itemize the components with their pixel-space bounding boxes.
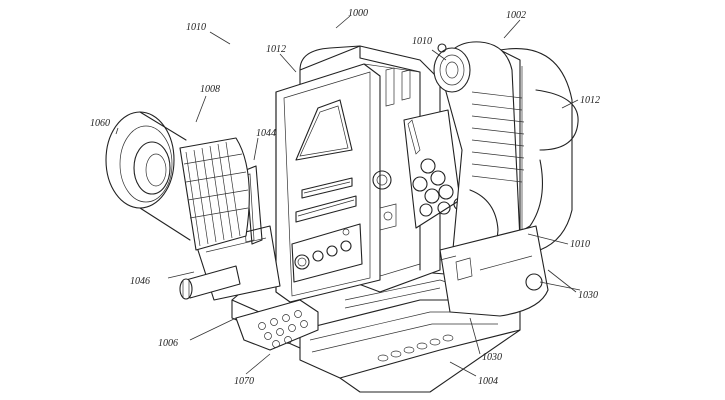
handle-grip [433,41,579,317]
leader-lines [115,15,581,377]
label-1070: 1070 [234,376,254,387]
label-1030-right: 1030 [578,290,598,301]
label-1030-bottom: 1030 [482,352,502,363]
label-1010-right: 1010 [570,239,590,250]
label-1002: 1002 [506,10,526,21]
viewfinder [105,111,281,301]
label-1010-top-left: 1010 [186,22,206,33]
reference-labels: 1010 1000 1012 1010 1002 1012 1008 1060 … [90,8,600,387]
label-1008: 1008 [200,84,220,95]
label-1012-top: 1012 [266,44,286,55]
base-hole-row [377,334,454,362]
label-1060: 1060 [90,118,110,129]
label-1044: 1044 [256,128,276,139]
label-1012-right: 1012 [580,95,600,106]
label-1000: 1000 [348,8,368,19]
label-1006: 1006 [158,338,178,349]
label-1004: 1004 [478,376,498,387]
label-1010-knob: 1010 [412,36,432,47]
label-1046: 1046 [130,276,150,287]
